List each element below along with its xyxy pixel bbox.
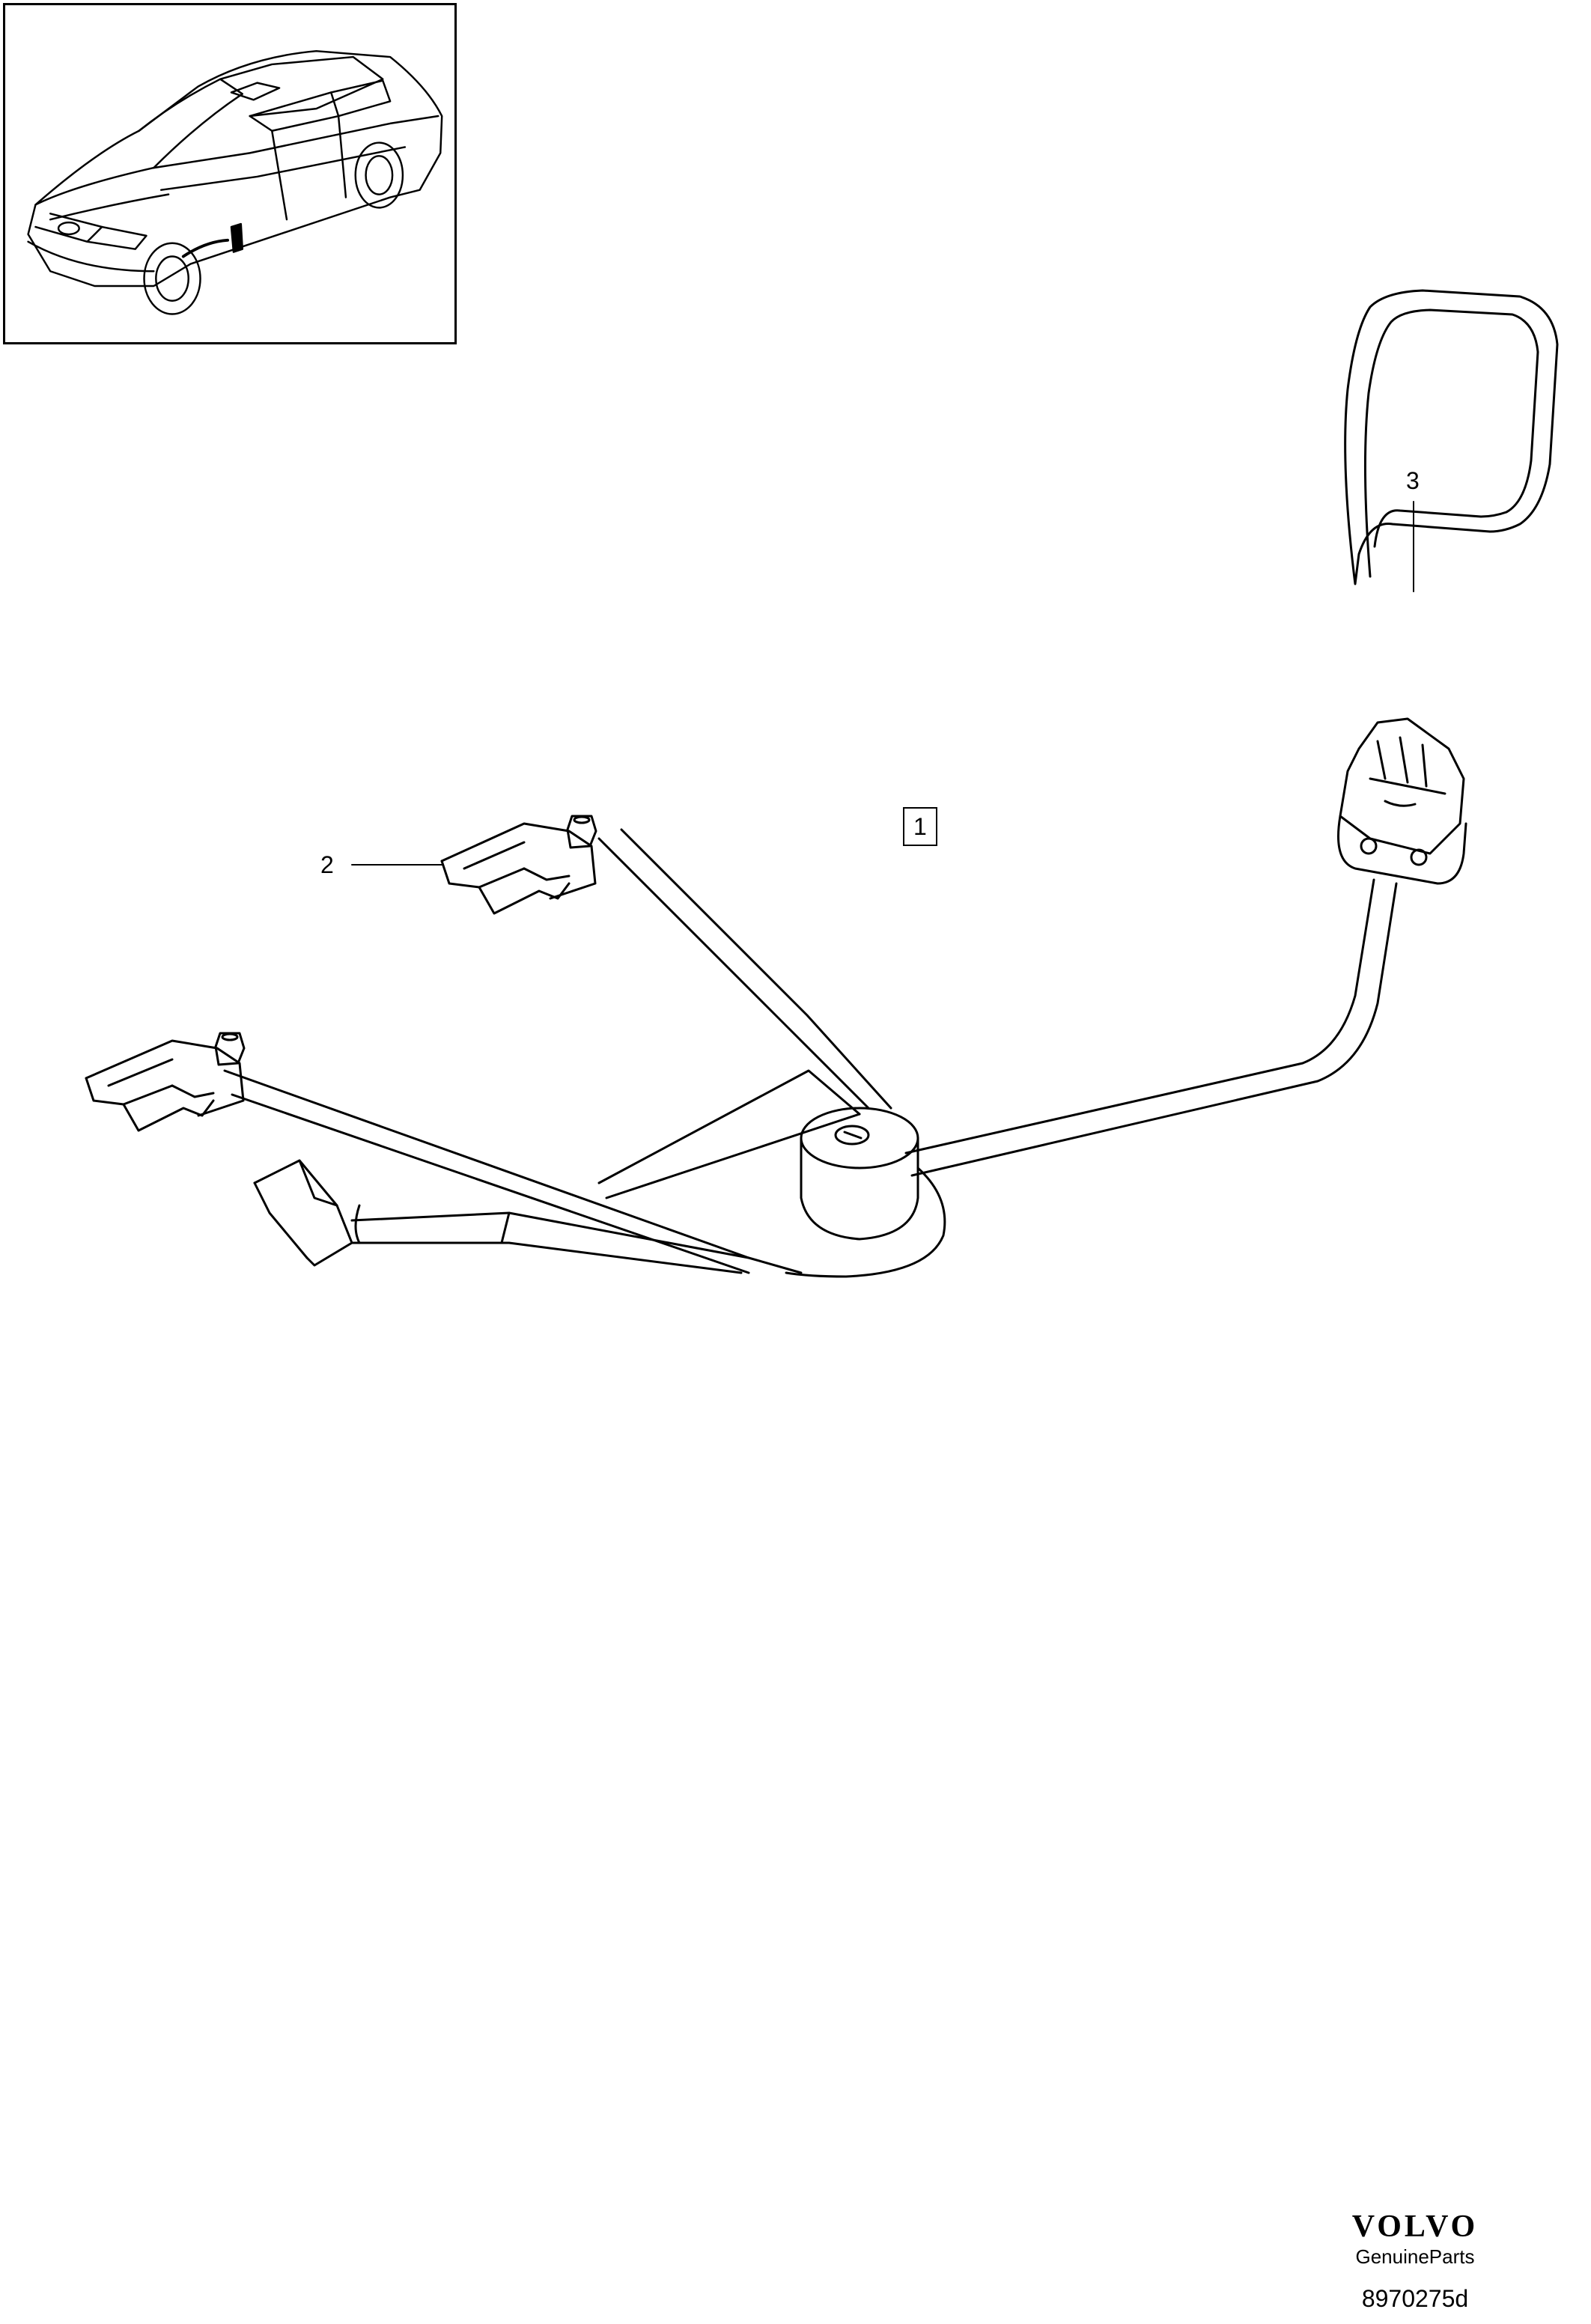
grommet [785,1107,946,1278]
mirror-cable [904,878,1398,1177]
brand-subtitle: GenuineParts [1355,2245,1475,2268]
drawing-number: 8970275d [1361,2285,1469,2312]
callout-part-3: 3 [1406,467,1420,494]
bracket-upper [440,815,597,915]
callout-part-2: 2 [320,851,334,878]
mirror-housing [1344,289,1559,585]
brand-block: VOLVO GenuineParts 8970275d [1303,2209,1527,2314]
callout-part-1: 1 [903,807,937,846]
harness-web [597,1069,861,1199]
lower-branch [350,1204,750,1274]
upper-harness-arm [597,828,892,1110]
lower-connector [253,1159,353,1267]
vehicle-inset [3,3,457,344]
car-overview-illustration [27,49,443,315]
bracket-lower [85,1032,246,1132]
mirror-connector [1337,717,1467,885]
brand-logo: VOLVO [1351,2209,1479,2244]
parts-drawing [85,289,1559,1278]
